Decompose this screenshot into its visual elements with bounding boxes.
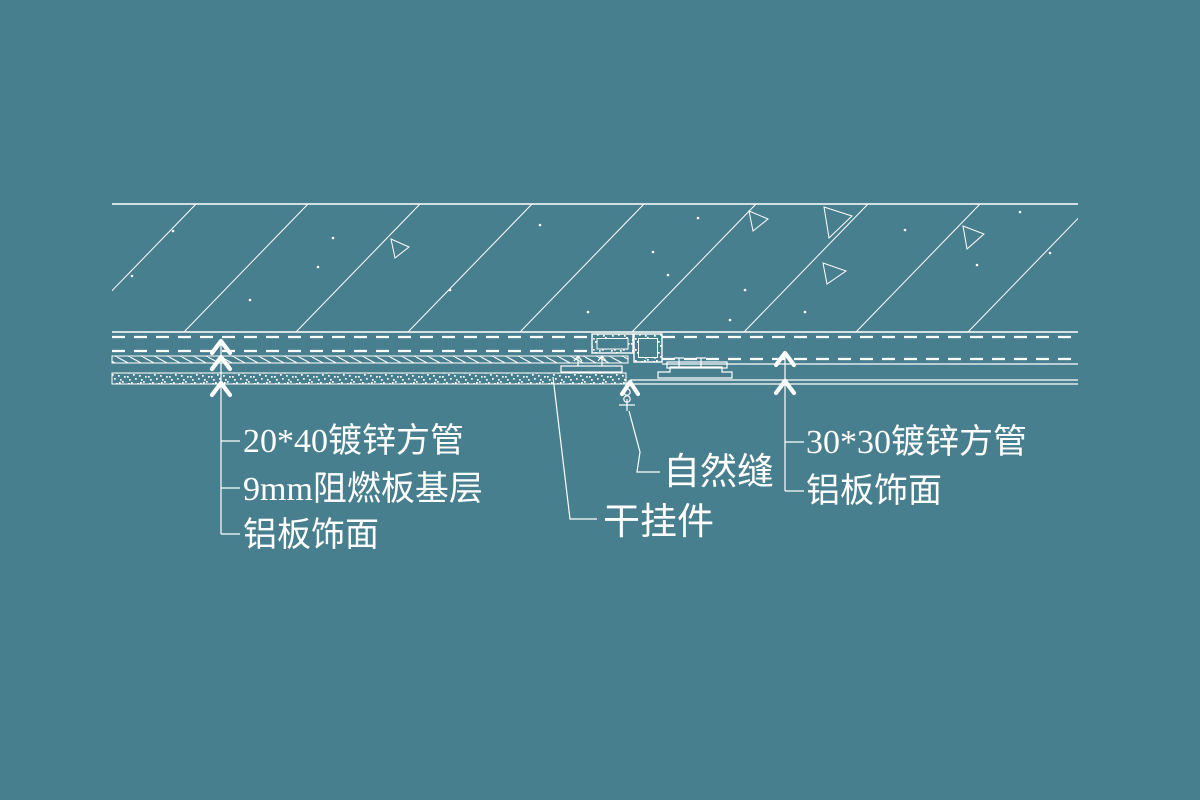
right-clip-bracket bbox=[657, 366, 733, 379]
label-20x40-tube: 20*40镀锌方管 bbox=[243, 422, 464, 460]
seam-break-symbol bbox=[619, 388, 635, 411]
flame-retardant-board bbox=[111, 355, 629, 364]
left-clip-plate bbox=[560, 365, 623, 373]
annotation-labels: 20*40镀锌方管 9mm阻燃板基层 铝板饰面 自然缝 干挂件 30*30镀锌方… bbox=[243, 422, 1027, 554]
right-clip-plate bbox=[666, 361, 728, 369]
right-clip-screws bbox=[674, 357, 706, 367]
label-30x30-tube: 30*30镀锌方管 bbox=[806, 423, 1027, 461]
left-assembly bbox=[111, 355, 629, 385]
left-leader bbox=[209, 338, 240, 535]
arrow-to-panel bbox=[209, 380, 233, 398]
slab-diagonal-hatch bbox=[112, 204, 1078, 332]
hidden-tube-lines bbox=[112, 335, 1078, 361]
right-leader bbox=[773, 350, 804, 492]
left-dry-hanging-clip bbox=[560, 355, 623, 373]
left-clip-screws bbox=[573, 355, 607, 366]
tube-sections bbox=[591, 333, 663, 363]
label-9mm-board: 9mm阻燃板基层 bbox=[243, 470, 483, 508]
aggregate-triangles bbox=[390, 206, 985, 285]
label-natural-seam: 自然缝 bbox=[663, 451, 774, 493]
right-assembly bbox=[630, 363, 1078, 385]
tube-30x30-bore bbox=[638, 338, 658, 358]
label-alum-left: 铝板饰面 bbox=[243, 516, 379, 554]
aluminium-panel-left bbox=[111, 372, 627, 385]
hanger-leader bbox=[552, 376, 597, 520]
label-alum-right: 铝板饰面 bbox=[806, 472, 942, 510]
aggregate-dots bbox=[130, 210, 1052, 322]
seam-leader bbox=[619, 379, 660, 473]
arrow-to-board bbox=[209, 354, 233, 372]
arrow-to-right-panel bbox=[773, 378, 797, 396]
label-dry-hanger: 干挂件 bbox=[603, 502, 714, 543]
right-dry-hanging-clip bbox=[657, 357, 733, 379]
arrow-to-20x40-tube bbox=[209, 338, 233, 356]
tube-20x40-bore bbox=[596, 338, 629, 350]
concrete-slab bbox=[112, 203, 1078, 333]
arrow-to-30x30-tube bbox=[773, 350, 797, 368]
